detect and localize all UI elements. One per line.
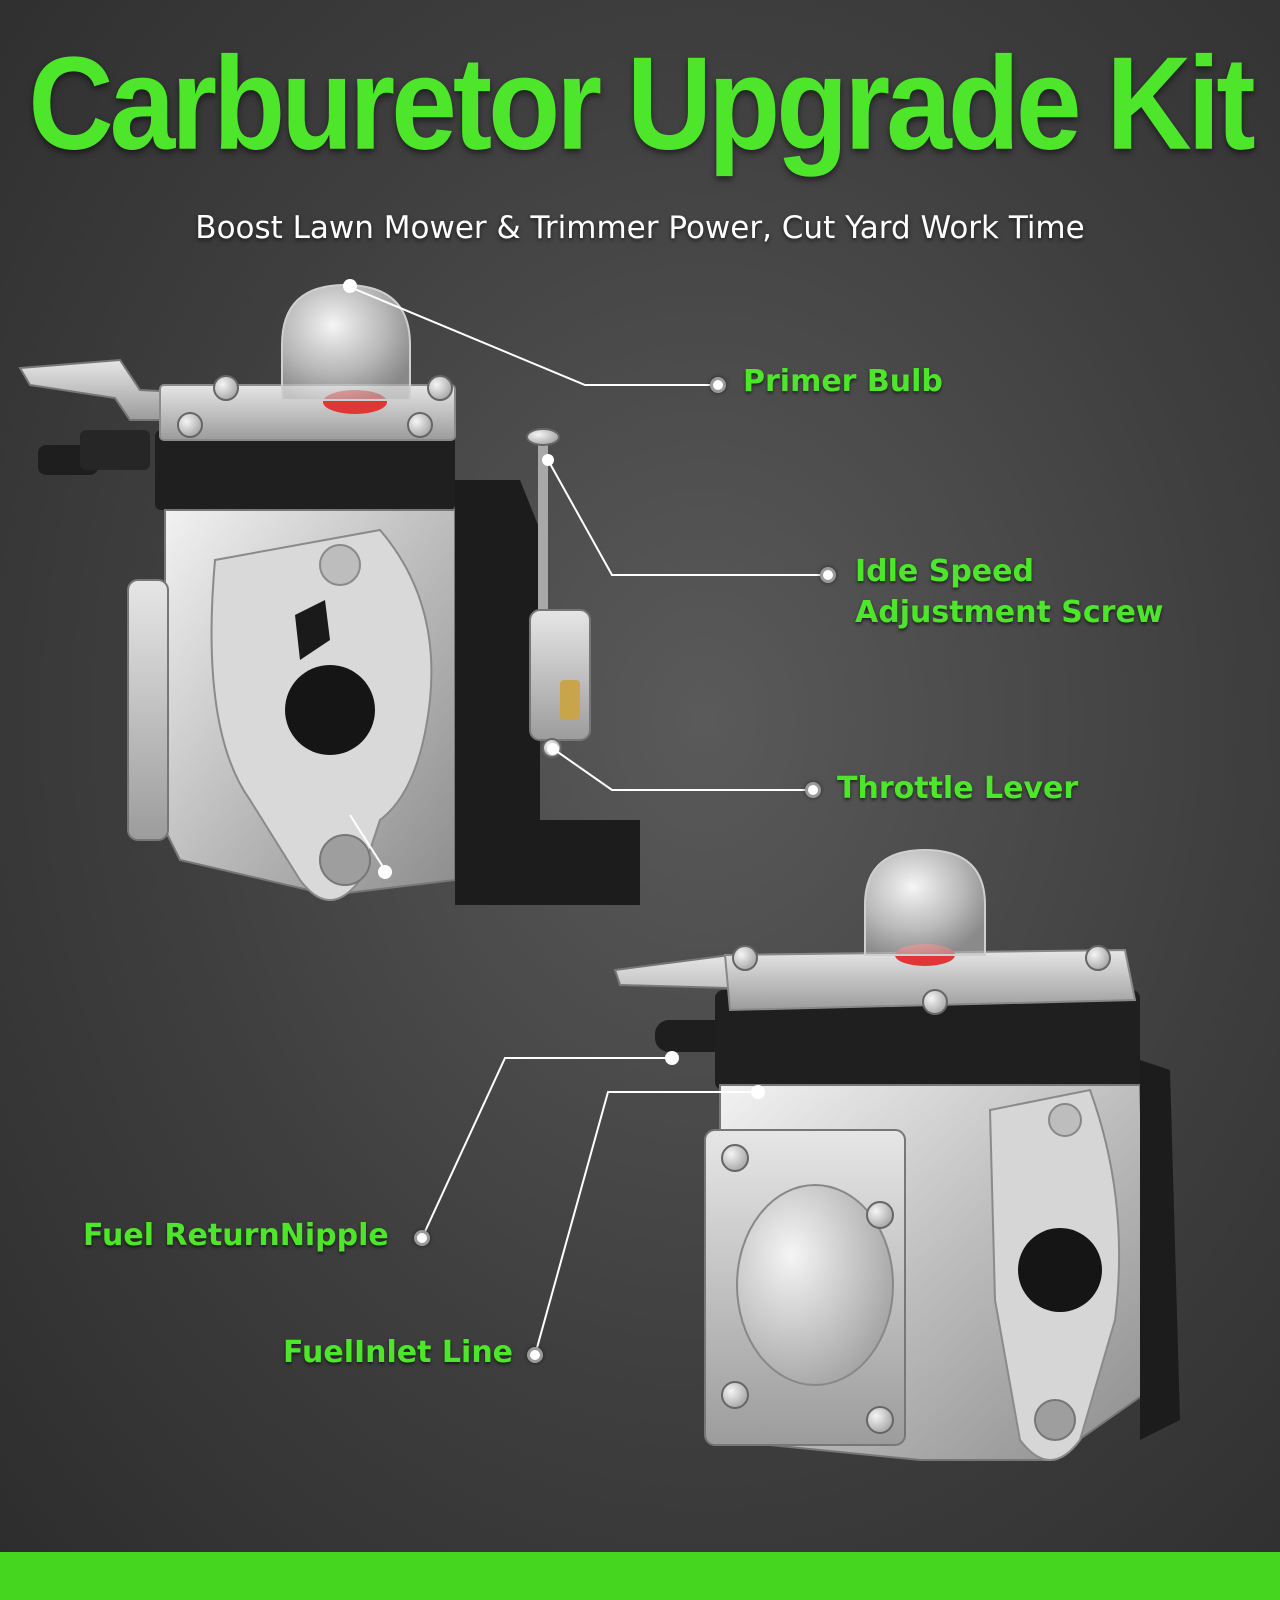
fuel-inlet-dot [527, 1347, 543, 1363]
callout-idle-speed-screw: Idle Speed Adjustment Screw [855, 552, 1164, 633]
callout-primer-bulb: Primer Bulb [743, 364, 943, 399]
bottom-accent-bar [0, 1552, 1280, 1600]
throttle-lever-dot [805, 782, 821, 798]
primer-bulb-dot [710, 377, 726, 393]
callout-idle-line2: Adjustment Screw [855, 594, 1164, 630]
fuel-return-dot [414, 1230, 430, 1246]
callout-idle-line1: Idle Speed [855, 554, 1034, 589]
callout-fuel-inlet-line: FuelInlet Line [283, 1335, 514, 1370]
callout-lines [344, 284, 828, 1356]
callout-fuel-return-nipple: Fuel ReturnNipple [83, 1218, 389, 1253]
idle-screw-dot [820, 567, 836, 583]
carburetor-side-view [18, 283, 640, 905]
callout-anchor-dots [343, 279, 765, 1099]
carburetor-front-view [613, 848, 1180, 1461]
page-subtitle: Boost Lawn Mower & Trimmer Power, Cut Ya… [195, 210, 1085, 246]
callout-throttle-lever: Throttle Lever [837, 771, 1079, 806]
page-title: Carburetor Upgrade Kit [28, 29, 1255, 178]
